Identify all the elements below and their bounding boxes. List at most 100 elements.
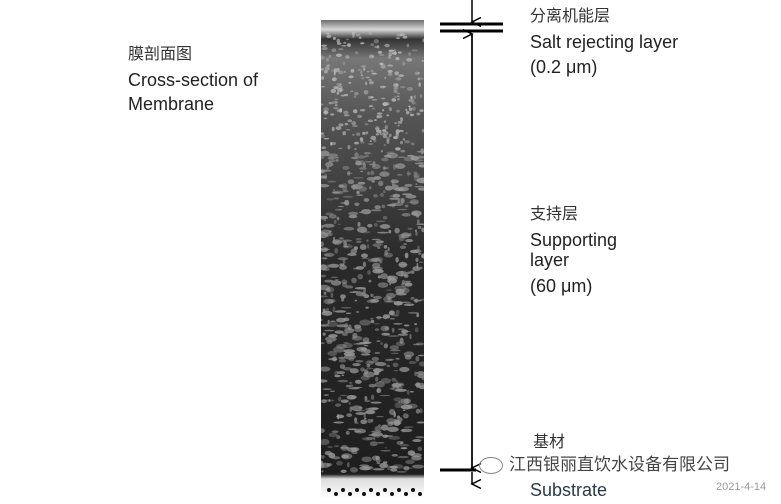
pore [376,442,385,444]
pore [355,33,361,37]
pore [321,399,327,404]
pore [361,456,372,463]
pore [362,437,373,441]
pore [415,436,424,439]
pore [388,133,392,138]
pore [419,94,423,99]
pore [386,152,399,159]
pore [359,464,370,467]
pore [343,114,350,117]
pore [408,105,411,108]
pore [399,33,405,37]
pore [321,215,329,220]
pore [328,399,331,402]
pore [362,131,366,135]
pore [371,257,381,263]
pore [397,199,401,204]
pore [362,341,371,344]
pore [334,156,339,159]
pore [393,322,403,325]
pore [365,131,369,135]
cross-section-title-en-1: Cross-section of [128,70,259,90]
pore [360,253,368,258]
pore [345,55,350,59]
pore [321,55,325,60]
pore [385,358,393,362]
pore [368,279,372,283]
pore [370,209,382,212]
pore [397,333,409,336]
cross-section-title-zh: 膜剖面图 [128,44,193,63]
pore [395,165,400,168]
pore [350,90,354,93]
pore [357,69,362,71]
pore [400,270,404,277]
pore [330,320,336,322]
pore [387,69,393,73]
pore [416,312,420,318]
pore [364,155,369,158]
pore [340,394,348,397]
pore [374,205,381,210]
pore [382,134,387,139]
pore [372,468,385,471]
pore [360,70,363,75]
pore [366,367,374,370]
pore [387,335,400,337]
substrate-fiber [327,488,331,492]
pore [403,466,410,471]
pore [363,198,370,202]
pore [344,326,351,330]
pore [411,49,418,52]
pore [402,35,408,39]
pore [348,387,359,390]
pore [396,417,403,423]
pore [336,324,349,328]
pore [391,184,399,190]
pore [381,332,391,336]
pore [389,310,395,316]
pore [334,370,339,376]
pore [421,59,424,63]
pore [414,323,418,326]
pore [396,386,400,389]
pore [331,48,337,53]
pore [323,117,328,120]
pore [382,130,389,136]
pore [409,113,415,117]
substrate-zh: 基材 [533,432,566,451]
pore [367,223,373,228]
pore [362,261,367,268]
pore [338,208,343,211]
pore [336,371,345,375]
pore [347,43,351,47]
pore [333,197,340,200]
pore [401,232,410,239]
pore [380,64,386,69]
pore [338,356,346,360]
pore [334,330,344,334]
pore [375,376,379,382]
pore [323,394,329,396]
pore [401,328,405,330]
pore [350,466,358,473]
pore [342,190,349,193]
pore [361,257,370,260]
pore [346,395,357,400]
pore [340,306,352,309]
pore [327,350,338,356]
pore [370,317,374,320]
pore [417,225,422,230]
pore [365,360,374,366]
pore [389,345,400,350]
pore [321,146,327,150]
substrate-fiber [369,488,373,492]
pore [321,241,324,247]
pore [412,106,416,111]
pore [357,114,363,119]
pore [351,121,357,126]
pore [336,343,347,349]
pore [356,190,360,194]
pore [354,409,366,412]
pore [328,214,337,219]
